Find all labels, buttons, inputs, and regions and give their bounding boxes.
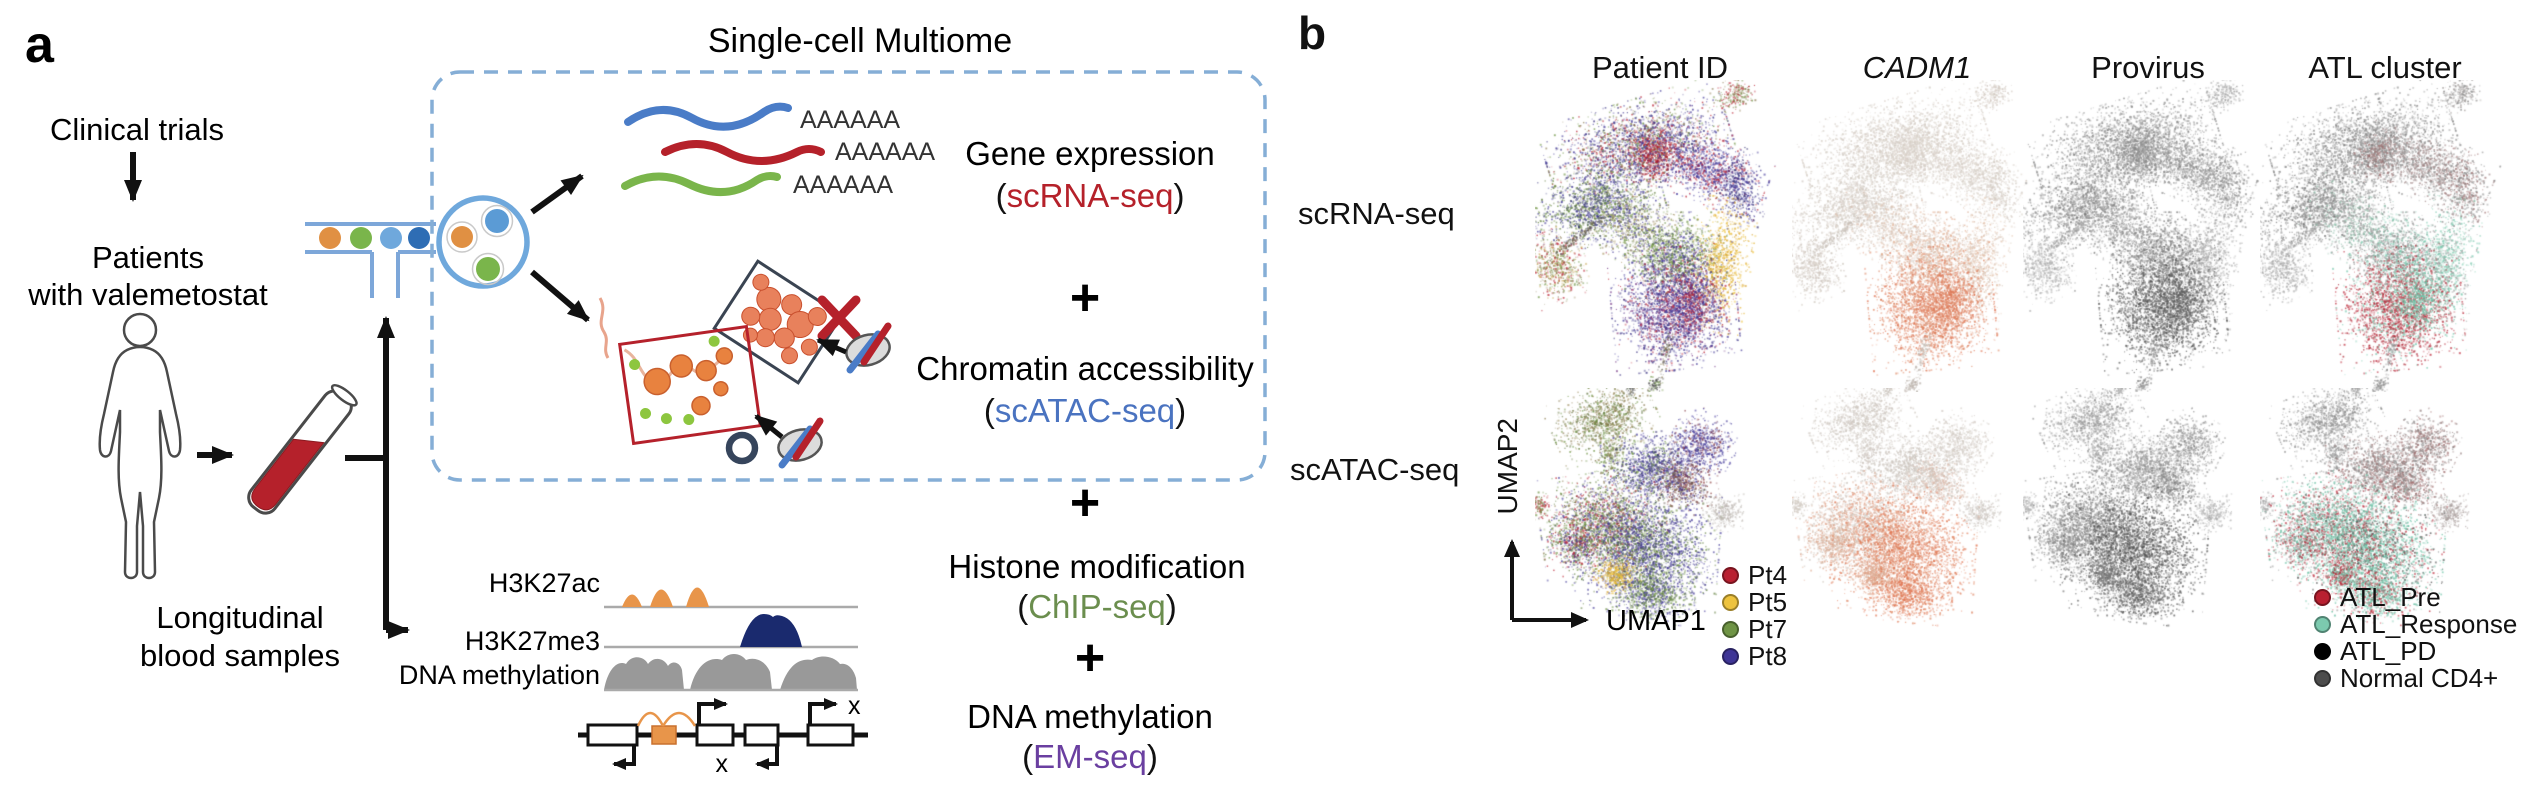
patients-label-line2: with valemetostat <box>27 277 268 312</box>
assay-scrna-method-label: (scRNA-seq) <box>996 177 1185 214</box>
enhancer-arcs <box>636 711 697 727</box>
umap-scatac-patient-id <box>1535 388 1785 680</box>
multiome-title: Single-cell Multiome <box>708 22 1012 60</box>
h3k27ac-peaks <box>622 587 709 607</box>
assay-gene-expression-label: Gene expression <box>965 135 1214 172</box>
legend-item-atl-pre: ATL_Pre <box>2314 584 2517 611</box>
pt5-dot-icon <box>1722 594 1739 611</box>
flow-connector-lines <box>345 316 410 639</box>
atl-response-label: ATL_Response <box>2340 609 2518 639</box>
longitudinal-label-line1: Longitudinal <box>156 600 323 635</box>
panel-a-label: a <box>25 16 55 74</box>
multiome-dashed-box <box>430 70 1267 482</box>
x-mark: x <box>716 750 729 778</box>
arrow-to-rna-icon <box>530 173 584 215</box>
umap-axis-arrows: UMAP1 <box>1504 539 1706 637</box>
pt4-dot-icon <box>1722 567 1739 584</box>
atl-pd-label: ATL_PD <box>2340 636 2437 666</box>
assay-chip-method-label: (ChIP-seq) <box>1017 588 1177 625</box>
patient-legend: Pt4 Pt5 Pt7 Pt8 <box>1722 562 1787 670</box>
legend-item-normal-cd4: Normal CD4+ <box>2314 665 2517 692</box>
column-header-cadm1: CADM1 <box>1862 50 1972 85</box>
atl-pre-label: ATL_Pre <box>2340 582 2441 612</box>
assay-scatac-method-label: (scATAC-seq) <box>984 392 1186 429</box>
patients-label-line1: Patients <box>92 240 204 275</box>
column-header-atl-cluster: ATL cluster <box>2308 50 2462 85</box>
column-header-patient-id: Patient ID <box>1591 50 1729 85</box>
microfluidic-channel-icon <box>305 222 436 298</box>
umap-scrna-patient-id <box>1535 80 1785 392</box>
promoter-arrows <box>612 698 838 770</box>
droplet-icon <box>436 195 530 289</box>
pt8-label: Pt8 <box>1748 641 1788 671</box>
plus-sign-1: + <box>1070 269 1100 327</box>
pt8-dot-icon <box>1722 648 1739 665</box>
panel-a-diagram: a Clinical trials Patients with valemeto… <box>25 16 1267 778</box>
transposase-arrow-icon <box>754 414 784 439</box>
blocked-cross-icon <box>817 295 861 341</box>
legend-item-atl-pd: ATL_PD <box>2314 638 2517 665</box>
blood-tube-icon <box>247 383 358 515</box>
umap-y-axis-label: UMAP2 <box>1492 418 1523 515</box>
arrow-to-chromatin-icon <box>530 269 590 323</box>
polya-blue: AAAAAA <box>800 106 900 134</box>
umap-scatac-atl-cluster <box>2260 388 2510 680</box>
umap-scrna-atl-cluster <box>2260 80 2510 392</box>
legend-item-pt7: Pt7 <box>1722 616 1787 643</box>
legend-item-pt4: Pt4 <box>1722 562 1787 589</box>
pt7-dot-icon <box>1722 621 1739 638</box>
umap-scatac-provirus <box>2023 388 2273 680</box>
chromatin-string-icon <box>598 297 610 359</box>
pt4-label: Pt4 <box>1748 560 1788 590</box>
polya-green: AAAAAA <box>793 171 893 199</box>
dna-methylation-peaks <box>604 654 857 690</box>
atl-pre-dot-icon <box>2314 589 2331 606</box>
legend-item-pt5: Pt5 <box>1722 589 1787 616</box>
row-label-scrna: scRNA-seq <box>1298 196 1455 231</box>
plus-sign-2: + <box>1070 474 1100 532</box>
assay-dname-label: DNA methylation <box>967 698 1213 735</box>
gene-diagram: x x <box>578 692 868 778</box>
condensed-chromatin-icon <box>712 259 844 385</box>
track-label-h3k27ac: H3K27ac <box>489 568 600 598</box>
pt7-label: Pt7 <box>1748 614 1788 644</box>
track-label-dna-methylation: DNA methylation <box>399 660 600 690</box>
track-label-h3k27me3: H3K27me3 <box>465 626 600 656</box>
transposase-arrow-icon <box>816 337 847 357</box>
enhancer-box <box>651 725 677 745</box>
mrna-icons <box>621 102 825 197</box>
clinical-trials-label: Clinical trials <box>50 112 224 147</box>
human-figure-icon <box>98 312 182 580</box>
pt5-label: Pt5 <box>1748 587 1788 617</box>
atl-pd-dot-icon <box>2314 643 2331 660</box>
open-chromatin-icon <box>617 324 763 446</box>
legend-item-atl-response: ATL_Response <box>2314 611 2517 638</box>
atl-response-dot-icon <box>2314 616 2331 633</box>
transposase-icon <box>777 417 824 469</box>
assay-chromatin-label: Chromatin accessibility <box>916 350 1254 387</box>
normal-cd4-label: Normal CD4+ <box>2340 663 2499 693</box>
umap-scrna-provirus <box>2023 80 2273 392</box>
open-ring-icon <box>725 431 759 465</box>
panel-b-label: b <box>1298 7 1327 59</box>
legend-item-pt8: Pt8 <box>1722 643 1787 670</box>
x-mark: x <box>848 692 861 720</box>
transposase-icon <box>845 322 892 374</box>
umap-scatac-cadm1 <box>1792 388 2042 680</box>
assay-histone-label: Histone modification <box>948 548 1245 585</box>
column-header-provirus: Provirus <box>2091 50 2205 85</box>
umap-scrna-cadm1 <box>1792 80 2042 392</box>
assay-emseq-method-label: (EM-seq) <box>1022 738 1158 775</box>
plus-sign-3: + <box>1075 629 1105 687</box>
row-label-scatac: scATAC-seq <box>1290 452 1460 487</box>
atl-cluster-legend: ATL_Pre ATL_Response ATL_PD Normal CD4+ <box>2314 584 2517 692</box>
polya-red: AAAAAA <box>835 138 935 166</box>
umap-x-axis-label: UMAP1 <box>1606 605 1706 637</box>
h3k27me3-peak <box>740 614 802 647</box>
longitudinal-label-line2: blood samples <box>140 638 340 673</box>
channel-cells-icons <box>319 227 430 249</box>
normal-cd4-dot-icon <box>2314 670 2331 687</box>
